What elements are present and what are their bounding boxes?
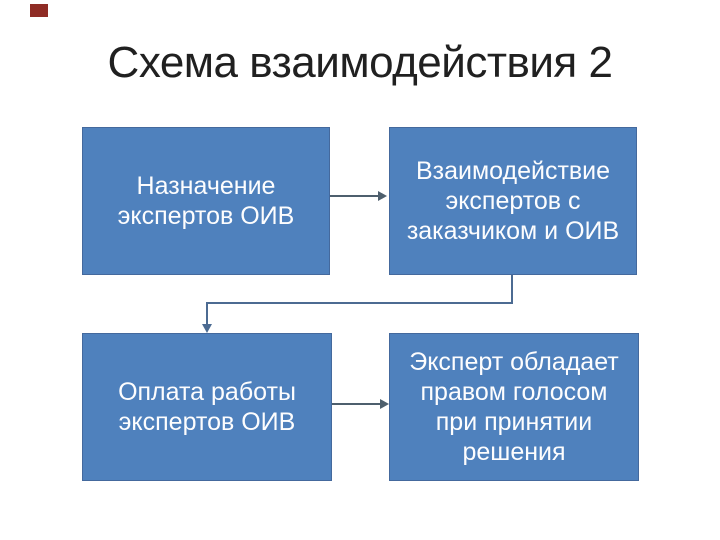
flow-box-payment-label: Оплата работы экспертов ОИВ: [118, 378, 296, 436]
connector-assign-to-interaction: [330, 195, 379, 197]
flow-box-interaction: Взаимодействие экспертов с заказчиком и …: [389, 127, 637, 275]
flow-box-assign-experts: Назначение экспертов ОИВ: [82, 127, 330, 275]
flow-box-assign-experts-label: Назначение экспертов ОИВ: [117, 172, 295, 230]
arrow-right-icon: [378, 191, 387, 201]
slide-title: Схема взаимодействия 2: [107, 38, 613, 87]
arrow-right-icon: [380, 399, 389, 409]
flow-box-voting-right: Эксперт обладает правом голосом при прин…: [389, 333, 639, 481]
flow-box-interaction-label: Взаимодействие экспертов с заказчиком и …: [406, 157, 620, 245]
flow-box-voting-right-label: Эксперт обладает правом голосом при прин…: [409, 348, 619, 466]
connector-interaction-to-payment-segment-down: [511, 275, 513, 304]
connector-payment-to-voting: [332, 403, 381, 405]
connector-interaction-to-payment-segment-across: [206, 302, 513, 304]
slide-accent-mark: [30, 4, 48, 17]
arrow-down-icon: [202, 324, 212, 333]
connector-interaction-to-payment-segment-into: [206, 302, 208, 325]
flow-box-payment: Оплата работы экспертов ОИВ: [82, 333, 332, 481]
